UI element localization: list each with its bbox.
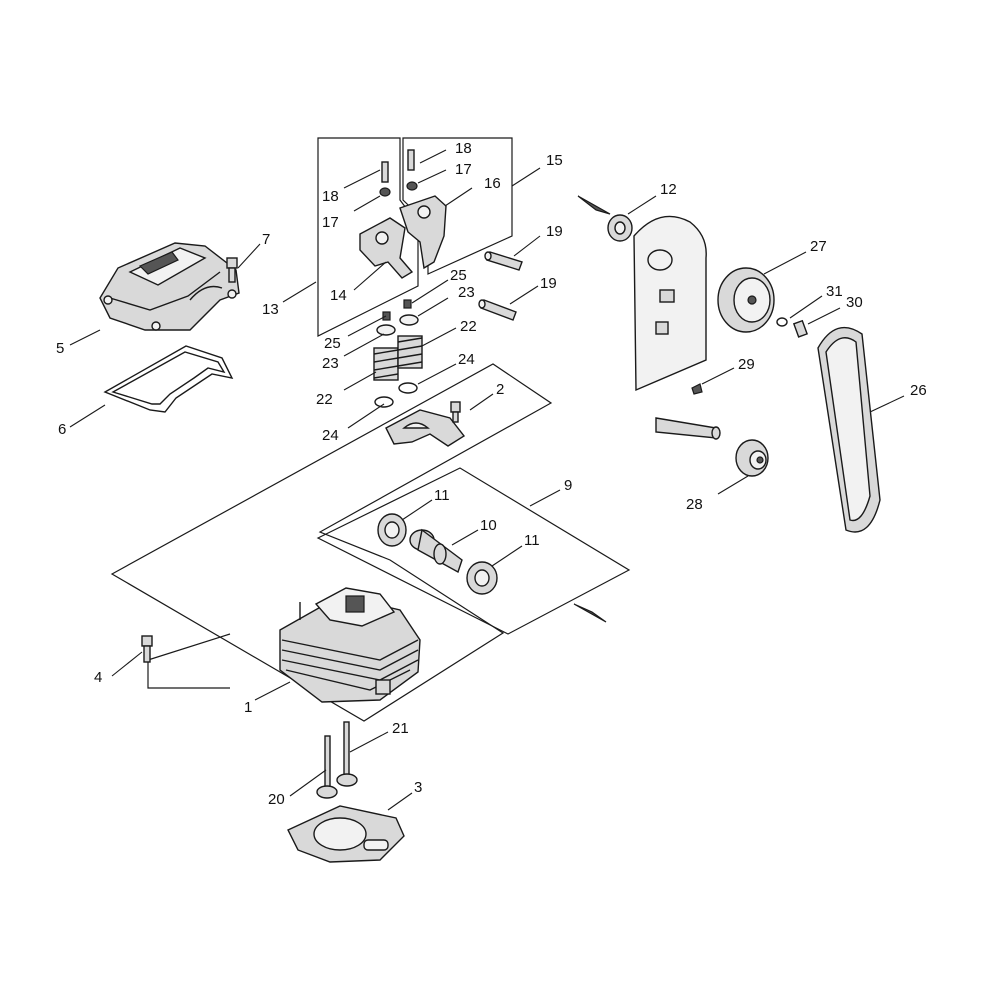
callout-30: 30 [846, 294, 863, 311]
cylinder-head [279, 587, 421, 703]
callout-15: 15 [546, 152, 563, 169]
callout-17-right: 17 [455, 161, 472, 178]
callout-26: 26 [910, 382, 927, 399]
callout-4: 4 [94, 669, 102, 686]
callout-6: 6 [58, 421, 66, 438]
callout-24-upper: 24 [458, 351, 475, 368]
callout-14: 14 [330, 287, 347, 304]
valve-cotter-left [382, 311, 391, 321]
camshaft [409, 528, 463, 574]
assembly-frames [110, 137, 631, 722]
rocker-bearing-cap [385, 401, 466, 447]
valve-spring-right [397, 335, 423, 369]
rocker-shaft-upper [484, 251, 523, 271]
woodruff-key [691, 383, 703, 395]
callout-17-left: 17 [322, 214, 339, 231]
timing-belt-cover [633, 215, 707, 392]
spring-retainer-right [399, 314, 419, 326]
parts [99, 149, 881, 863]
callout-1: 1 [244, 699, 252, 716]
camshaft-bearing-upper [377, 513, 407, 547]
callout-3: 3 [414, 779, 422, 796]
callout-5: 5 [56, 340, 64, 357]
frame-bolt-bracket [147, 633, 231, 689]
callout-27: 27 [810, 238, 827, 255]
cover-screw [226, 257, 238, 283]
exhaust-valve [336, 721, 358, 787]
callout-25-lower: 25 [324, 335, 341, 352]
spring-seat-left [374, 396, 394, 408]
crankshaft-end [655, 417, 721, 440]
callout-23-upper: 23 [458, 284, 475, 301]
callout-31: 31 [826, 283, 843, 300]
valve-cover [99, 242, 240, 331]
callout-11-lower: 11 [524, 532, 540, 549]
intake-valve [316, 735, 338, 799]
callout-2: 2 [496, 381, 504, 398]
callout-28: 28 [686, 496, 703, 513]
callout-11-upper: 11 [434, 487, 450, 504]
callout-16: 16 [484, 175, 501, 192]
nut-right [406, 181, 418, 191]
callout-12: 12 [660, 181, 677, 198]
callout-22-lower: 22 [316, 391, 333, 408]
rocker-shaft-lower [478, 299, 517, 321]
callout-22-upper: 22 [460, 318, 477, 335]
pulley-bolt [792, 319, 808, 338]
callout-7: 7 [262, 231, 270, 248]
oil-seal [607, 214, 633, 242]
callout-18-right: 18 [455, 140, 472, 157]
head-bolt [141, 635, 153, 663]
callout-9: 9 [564, 477, 572, 494]
callout-labels: 1 2 3 4 5 6 7 9 10 11 11 12 13 14 15 16 … [56, 140, 927, 808]
crank-pulley [735, 439, 769, 477]
frame-cylinder-head [110, 363, 553, 722]
cam-pulley [717, 267, 775, 333]
adjusting-screw-left [381, 161, 389, 183]
callout-20: 20 [268, 791, 285, 808]
callout-13: 13 [262, 301, 279, 318]
nut-left [379, 187, 391, 197]
rocker-arm-14 [359, 217, 414, 279]
rocker-arm-16 [399, 195, 447, 270]
callout-24-lower: 24 [322, 427, 339, 444]
callout-21: 21 [392, 720, 409, 737]
head-gasket [287, 805, 405, 863]
callout-10: 10 [480, 517, 497, 534]
callout-25-upper: 25 [450, 267, 467, 284]
washer [776, 317, 788, 327]
spring-retainer-left [376, 324, 396, 336]
valve-spring-left [373, 347, 399, 381]
callout-29: 29 [738, 356, 755, 373]
leader-lines [69, 149, 905, 811]
callout-23-lower: 23 [322, 355, 339, 372]
frame-camshaft-assembly [316, 467, 631, 635]
callout-18-left: 18 [322, 188, 339, 205]
valve-cotter-right [403, 299, 412, 309]
direction-arrow-lower [573, 603, 607, 623]
frame-rocker-assembly-15 [402, 137, 513, 275]
adjusting-screw-right [407, 149, 415, 171]
timing-belt [817, 326, 881, 533]
callout-19-upper: 19 [546, 223, 563, 240]
callout-19-lower: 19 [540, 275, 557, 292]
direction-arrow-upper [577, 195, 611, 215]
camshaft-bearing-lower [466, 561, 498, 595]
spring-seat-right [398, 382, 418, 394]
cover-gasket [103, 345, 234, 413]
